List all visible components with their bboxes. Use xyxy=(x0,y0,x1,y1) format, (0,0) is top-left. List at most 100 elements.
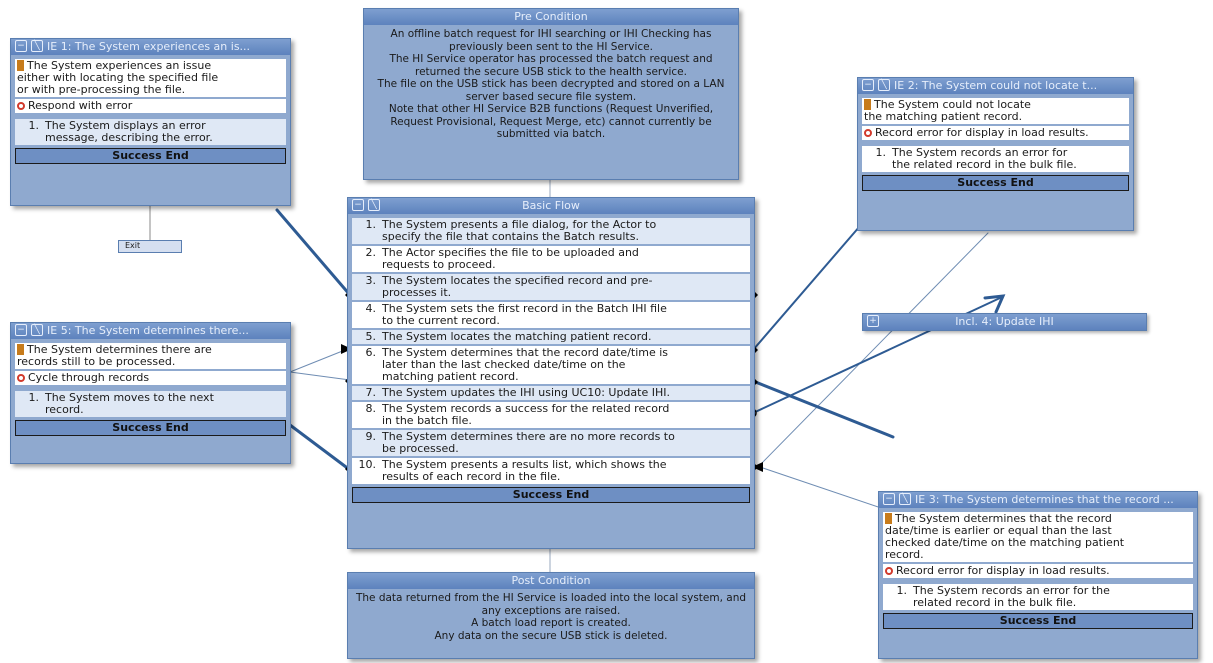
connector-ie1-step3 xyxy=(275,208,352,297)
collapse-icon[interactable]: − xyxy=(883,493,895,505)
ie1-condition-text: The System experiences an issue either w… xyxy=(17,59,219,96)
pre-condition-title: Pre Condition xyxy=(514,10,588,23)
step-number: 7. xyxy=(365,386,377,399)
ie2-body: The System could not locate the matching… xyxy=(858,94,1133,193)
ie5-box[interactable]: − ╲ IE 5: The System determines there...… xyxy=(10,322,291,464)
connector-ie3-step9 xyxy=(759,466,894,513)
success-end-bar[interactable]: Success End xyxy=(883,613,1193,629)
basic-flow-box[interactable]: − ╲ Basic Flow 1. The System presents a f… xyxy=(347,197,755,549)
ie1-step[interactable]: 1.The System displays an error message, … xyxy=(15,119,286,145)
basic-flow-title: Basic Flow xyxy=(522,199,580,212)
step-text: The System determines that the record da… xyxy=(382,346,669,383)
step-text: The Actor specifies the file to be uploa… xyxy=(382,246,639,271)
pre-condition-line: The file on the USB stick has been decry… xyxy=(377,78,725,90)
flow-step[interactable]: 3.The System locates the specified recor… xyxy=(352,274,750,300)
edit-icon[interactable]: ╲ xyxy=(878,79,890,91)
flow-step[interactable]: 10.The System presents a results list, w… xyxy=(352,458,750,484)
flow-step[interactable]: 5. The System locates the matching patien… xyxy=(352,330,750,344)
target-icon xyxy=(17,374,25,382)
ie5-titlebar[interactable]: − ╲ IE 5: The System determines there... xyxy=(11,323,290,339)
flow-step[interactable]: 9. The System determines there are no mor… xyxy=(352,430,750,456)
step-number: 8. xyxy=(365,402,377,415)
flow-step[interactable]: 2.The Actor specifies the file to be upl… xyxy=(352,246,750,272)
flow-step[interactable]: 4.The System sets the first record in th… xyxy=(352,302,750,328)
step-number: 10. xyxy=(358,458,377,471)
success-end-bar[interactable]: Success End xyxy=(862,175,1129,191)
edit-icon[interactable]: ╲ xyxy=(899,493,911,505)
post-condition-line: A batch load report is created. xyxy=(471,617,631,629)
condition-icon xyxy=(885,513,892,524)
ie1-condition[interactable]: The System experiences an issue either w… xyxy=(15,59,286,97)
ie5-title: IE 5: The System determines there... xyxy=(47,324,249,337)
ie3-condition[interactable]: The System determines that the record da… xyxy=(883,512,1193,562)
step-text: The System records an error for the rela… xyxy=(892,146,1077,171)
target-icon xyxy=(17,102,25,110)
incl4-box[interactable]: + Incl. 4: Update IHI xyxy=(862,313,1147,331)
success-end-bar[interactable]: Success End xyxy=(15,148,286,164)
edit-icon[interactable]: ╲ xyxy=(368,199,380,211)
connector-ie2-step9 xyxy=(759,232,989,466)
expand-icon[interactable]: + xyxy=(867,315,879,327)
collapse-icon[interactable]: − xyxy=(15,40,27,52)
connector-ie5-step6 xyxy=(289,371,351,381)
ie2-titlebar[interactable]: − ╲ IE 2: The System could not locate t.… xyxy=(858,78,1133,94)
flow-step[interactable]: 6.The System determines that the record … xyxy=(352,346,750,384)
ie1-action[interactable]: Respond with error xyxy=(15,99,286,113)
flow-step[interactable]: 1. The System presents a file dialog, for… xyxy=(352,218,750,244)
basic-flow-titlebar[interactable]: − ╲ Basic Flow xyxy=(348,198,754,214)
step-number: 3. xyxy=(365,274,377,287)
step-text: The System locates the matching patient … xyxy=(382,330,652,343)
step-number: 5. xyxy=(365,330,377,343)
collapse-icon[interactable]: − xyxy=(15,324,27,336)
ie3-step[interactable]: 1.The System records an error for the re… xyxy=(883,584,1193,610)
step-number: 1. xyxy=(365,218,377,231)
ie2-box[interactable]: − ╲ IE 2: The System could not locate t.… xyxy=(857,77,1134,231)
pre-condition-box[interactable]: Pre Condition An offline batch request f… xyxy=(363,8,739,180)
exit-node[interactable]: Exit xyxy=(118,240,182,253)
ie3-titlebar[interactable]: − ╲ IE 3: The System determines that the… xyxy=(879,492,1197,508)
ie2-step[interactable]: 1. The System records an error for the re… xyxy=(862,146,1129,172)
ie2-action[interactable]: Record error for display in load results… xyxy=(862,126,1129,140)
edit-icon[interactable]: ╲ xyxy=(31,40,43,52)
ie3-action-text: Record error for display in load results… xyxy=(896,564,1110,577)
exit-label: Exit xyxy=(125,241,141,250)
step-text: The System presents a file dialog, for t… xyxy=(382,218,657,243)
post-condition-line: Any data on the secure USB stick is dele… xyxy=(434,629,668,642)
condition-icon xyxy=(17,60,24,71)
incl4-titlebar[interactable]: + Incl. 4: Update IHI xyxy=(863,314,1146,330)
pre-condition-line: The HI Service operator has processed th… xyxy=(389,53,713,65)
flow-step[interactable]: 8.The System records a success for the r… xyxy=(352,402,750,428)
collapse-icon[interactable]: − xyxy=(352,199,364,211)
step-text: The System updates the IHI using UC10: U… xyxy=(382,386,670,399)
ie1-box[interactable]: − ╲ IE 1: The System experiences an is..… xyxy=(10,38,291,206)
step-text: The System displays an error message, de… xyxy=(45,119,213,144)
step-text: The System determines there are no more … xyxy=(382,430,675,455)
ie2-title: IE 2: The System could not locate t... xyxy=(894,79,1098,92)
ie5-condition[interactable]: The System determines there are records … xyxy=(15,343,286,369)
step-number: 9. xyxy=(365,430,377,443)
post-condition-title: Post Condition xyxy=(511,574,591,587)
connector-ie5-step9 xyxy=(288,423,352,472)
ie2-condition[interactable]: The System could not locate the matching… xyxy=(862,98,1129,124)
ie3-body: The System determines that the record da… xyxy=(879,508,1197,631)
post-condition-line: any exceptions are raised. xyxy=(481,604,621,617)
pre-condition-line: submitted via batch. xyxy=(496,128,606,140)
ie3-action[interactable]: Record error for display in load results… xyxy=(883,564,1193,578)
ie1-titlebar[interactable]: − ╲ IE 1: The System experiences an is..… xyxy=(11,39,290,55)
pre-condition-line: Request Provisional, Request Merge, etc)… xyxy=(390,115,712,128)
step-number: 1. xyxy=(875,146,887,159)
ie5-action[interactable]: Cycle through records xyxy=(15,371,286,385)
success-end-bar[interactable]: Success End xyxy=(15,420,286,436)
post-condition-titlebar[interactable]: Post Condition xyxy=(348,573,754,589)
collapse-icon[interactable]: − xyxy=(862,79,874,91)
post-condition-box[interactable]: Post Condition The data returned from th… xyxy=(347,572,755,659)
ie5-action-text: Cycle through records xyxy=(28,371,150,384)
pre-condition-line: server based secure file system. xyxy=(465,90,637,103)
flow-step[interactable]: 7. The System updates the IHI using UC10:… xyxy=(352,386,750,400)
ie3-box[interactable]: − ╲ IE 3: The System determines that the… xyxy=(878,491,1198,659)
ie1-title: IE 1: The System experiences an is... xyxy=(47,40,251,53)
ie5-step[interactable]: 1.The System moves to the next record. xyxy=(15,391,286,417)
edit-icon[interactable]: ╲ xyxy=(31,324,43,336)
success-end-bar[interactable]: Success End xyxy=(352,487,750,503)
pre-condition-titlebar[interactable]: Pre Condition xyxy=(364,9,738,25)
